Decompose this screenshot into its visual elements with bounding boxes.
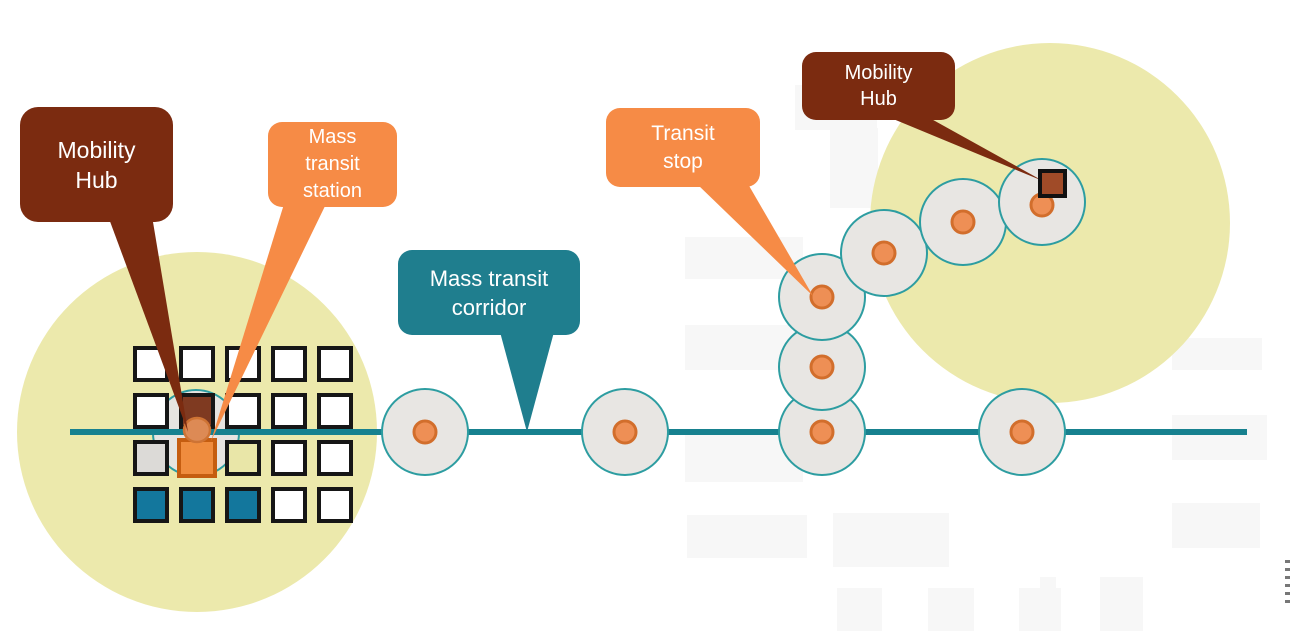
grid-cell-white [271, 487, 307, 523]
callout-text-line: Transit [651, 121, 715, 145]
grid-cell-white [271, 393, 307, 429]
grid-cell-teal [225, 487, 261, 523]
grid-cell-white [317, 440, 353, 476]
grid-cell-white [317, 487, 353, 523]
callout-text-line: stop [663, 149, 703, 173]
callout-text-line: Mobility [57, 136, 136, 163]
grid-cell-gray [133, 440, 169, 476]
transit-stop-pointer [697, 184, 813, 296]
mobility-hub-right-pointer [886, 116, 1043, 181]
mobility-hub-marker-square [1038, 169, 1067, 198]
credit-marks [1285, 560, 1290, 608]
faint-block [837, 588, 882, 631]
callout-text-line: transit [305, 153, 360, 175]
callout-transit-stop: Transit stop [606, 108, 760, 187]
callout-mass-transit-station: Mass transit station [268, 122, 397, 207]
grid-cell-white [133, 393, 169, 429]
mass-transit-station-square [177, 438, 217, 478]
grid-cell-white [317, 346, 353, 382]
grid-cell-white [271, 346, 307, 382]
stop-dot [950, 209, 976, 235]
grid-cell-white [179, 346, 215, 382]
hub-block-grid [133, 346, 353, 523]
mobility-hub-left-pointer [108, 216, 188, 432]
faint-block [687, 515, 807, 558]
faint-block [1040, 577, 1056, 631]
callout-pointers [108, 116, 1043, 441]
callout-mass-transit-corridor: Mass transit corridor [398, 250, 580, 335]
mass-transit-station-pointer [211, 204, 326, 441]
callout-text-line: corridor [451, 294, 527, 320]
faint-block [833, 513, 949, 567]
callout-text-line: Mass [308, 126, 357, 148]
callout-text-line: Hub [75, 166, 118, 193]
grid-cell-white [225, 393, 261, 429]
grid-cell-teal [179, 487, 215, 523]
mass-transit-corridor-pointer [500, 332, 554, 432]
faint-block [928, 588, 974, 631]
callout-mobility-hub-right: Mobility Hub [802, 52, 955, 120]
callout-mobility-hub-left: Mobility Hub [20, 107, 173, 222]
grid-cell-white [317, 393, 353, 429]
stop-dot [809, 284, 835, 310]
faint-block [830, 128, 878, 208]
stop-dot [412, 419, 438, 445]
grid-cell-teal [133, 487, 169, 523]
faint-block [1172, 338, 1262, 370]
hub-stop-dot [182, 416, 212, 444]
callout-text-line: Mobility [844, 62, 913, 84]
grid-cell-khaki [225, 440, 261, 476]
callout-text-line: Hub [860, 88, 897, 110]
background-street-grid [685, 85, 1267, 631]
faint-block [1100, 577, 1143, 631]
stop-dot [809, 354, 835, 380]
callout-text-line: station [303, 180, 362, 202]
stop-dot [809, 419, 835, 445]
transit-stop-dots [412, 192, 1055, 445]
grid-cell-white [271, 440, 307, 476]
callout-text-line: Mass transit [429, 265, 549, 291]
faint-block [1172, 503, 1260, 548]
stop-dot [612, 419, 638, 445]
stop-dot [871, 240, 897, 266]
stop-dot [1009, 419, 1035, 445]
faint-block [1172, 415, 1267, 460]
